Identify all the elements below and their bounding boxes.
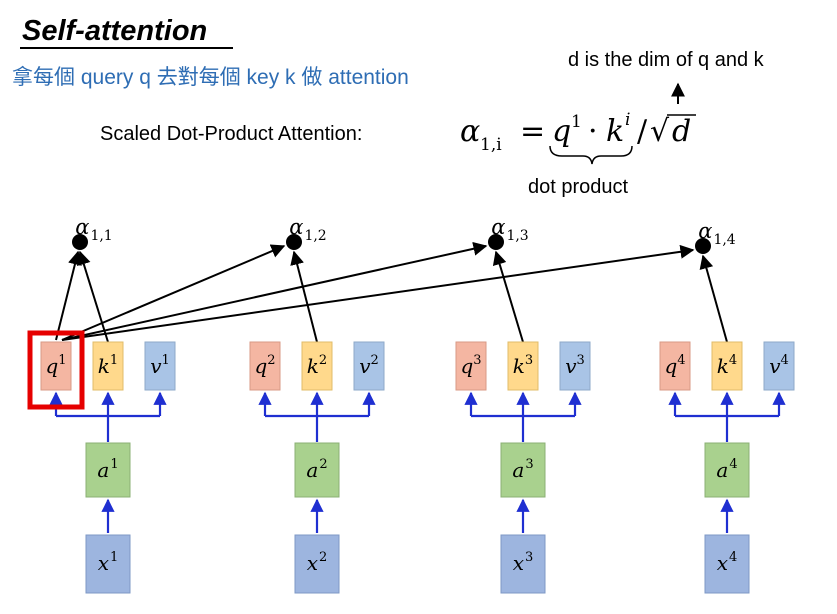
token-columns: a1 x1 q1 k1 v1 α1,1 a2 x2 q2 k2 v2 α1,2 a3 x3 q3 k3 v3 α1… — [27, 215, 795, 594]
a-box — [85, 442, 131, 498]
x-label: x3 — [513, 550, 534, 575]
q1-to-alpha-arrow — [55, 250, 82, 341]
v-label: v2 — [359, 353, 379, 378]
v-box — [144, 341, 176, 391]
dim-note: d is the dim of q and k — [568, 49, 765, 71]
q-symbol: q — [552, 114, 571, 149]
q-box — [249, 341, 281, 391]
column-1: a1 x1 q1 k1 v1 α1,1 — [27, 215, 176, 594]
alpha-label: α1,1 — [75, 215, 112, 244]
q-box — [40, 341, 72, 391]
q-box — [455, 341, 487, 391]
alpha-subscript: 1,i — [480, 135, 502, 155]
v-box — [559, 341, 591, 391]
a-box — [500, 442, 546, 498]
v-label: v1 — [150, 353, 170, 378]
q-box — [659, 341, 691, 391]
alpha-dot — [286, 234, 302, 250]
sqrt-symbol: √ — [650, 114, 670, 149]
k-superscript: i — [625, 110, 630, 130]
alpha-label: α1,2 — [289, 215, 326, 244]
d-symbol: d — [672, 114, 691, 149]
a-label: a4 — [716, 457, 737, 482]
x-box — [85, 534, 131, 594]
v-box — [353, 341, 385, 391]
division-slash: / — [637, 114, 648, 149]
dot-product-label: dot product — [528, 176, 629, 198]
q-label: q1 — [45, 353, 66, 378]
k-label: k3 — [513, 353, 533, 378]
alpha-dot — [72, 234, 88, 250]
alpha-symbol: α — [460, 114, 480, 149]
a-box — [294, 442, 340, 498]
k-box — [92, 341, 124, 391]
k-to-alpha-arrow — [77, 250, 109, 343]
attention-arrows — [55, 241, 728, 343]
q1-to-alpha-arrow — [61, 241, 488, 341]
column-2: a2 x2 q2 k2 v2 α1,2 — [249, 215, 385, 594]
a-box — [704, 442, 750, 498]
alpha-label: α1,3 — [491, 215, 528, 244]
equation: α 1,i = q 1 · k i / √ d dot product — [460, 110, 696, 198]
equation-prefix: Scaled Dot-Product Attention: — [100, 123, 362, 145]
k-to-alpha-arrow — [290, 250, 318, 343]
dot-product-brace — [549, 145, 633, 165]
x-box — [500, 534, 546, 594]
alpha-dot — [695, 238, 711, 254]
alpha-dot — [488, 234, 504, 250]
q1-highlight-box — [27, 330, 85, 410]
x-box — [704, 534, 750, 594]
q1-to-alpha-arrow — [61, 244, 286, 341]
q-label: q2 — [254, 353, 275, 378]
equals-sign: = — [520, 114, 545, 149]
q-label: q4 — [664, 353, 685, 378]
v-label: v4 — [769, 353, 789, 378]
k-label: k4 — [717, 353, 737, 378]
k-to-alpha-arrow — [492, 250, 524, 343]
a-label: a1 — [97, 457, 118, 482]
k-label: k2 — [307, 353, 327, 378]
k-box — [507, 341, 539, 391]
slide-title: Self-attention — [22, 15, 207, 47]
k-to-alpha-arrow — [699, 254, 728, 343]
alpha-label: α1,4 — [698, 219, 736, 248]
dot-operator: · — [588, 114, 598, 149]
q1-to-alpha-arrow — [61, 244, 695, 341]
a-label: a2 — [306, 457, 327, 482]
column-3: a3 x3 q3 k3 v3 α1,3 — [455, 215, 591, 594]
column-4: a4 x4 q4 k4 v4 α1,4 — [659, 219, 795, 594]
v-label: v3 — [565, 353, 585, 378]
q-superscript: 1 — [571, 112, 582, 132]
slide-subtitle: 拿每個 query q 去對每個 key k 做 attention — [12, 65, 409, 89]
v-box — [763, 341, 795, 391]
k-box — [711, 341, 743, 391]
x-box — [294, 534, 340, 594]
x-label: x2 — [307, 550, 328, 575]
x-label: x1 — [98, 550, 119, 575]
k-symbol: k — [606, 114, 624, 149]
k-label: k1 — [98, 353, 118, 378]
a-label: a3 — [512, 457, 533, 482]
x-label: x4 — [717, 550, 738, 575]
k-box — [301, 341, 333, 391]
q-label: q3 — [460, 353, 481, 378]
